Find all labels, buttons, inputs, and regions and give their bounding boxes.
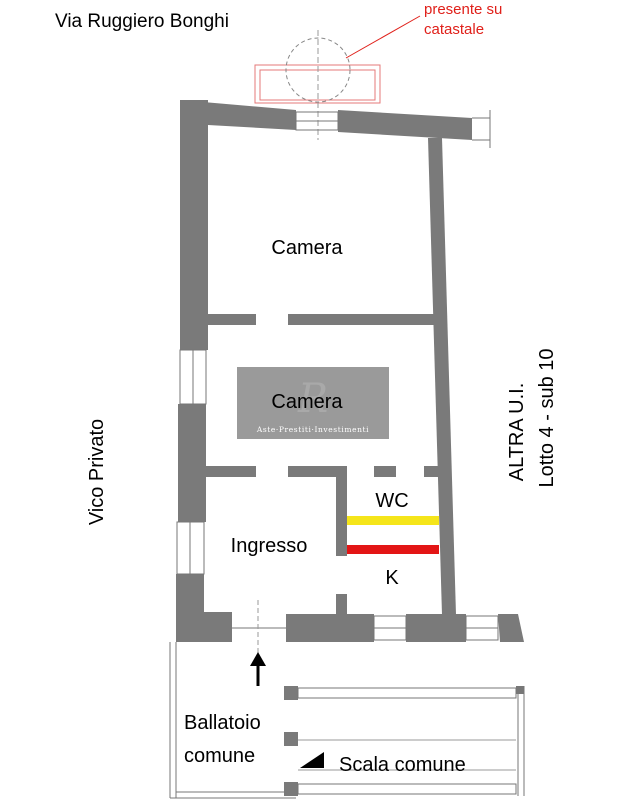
lotto-label: Lotto 4 - sub 10: [536, 349, 558, 488]
cadastral-note-line2: catastale: [424, 21, 484, 38]
stair-direction-icon: [300, 752, 324, 768]
wc-highlight-bar: [347, 516, 439, 525]
vico-privato-label: Vico Privato: [86, 419, 108, 525]
ballatoio-outline: [169, 642, 296, 799]
scala-comune-label: Scala comune: [339, 754, 466, 776]
room-label-k: K: [385, 567, 399, 589]
altra-ui-label: ALTRA U.I.: [506, 383, 528, 482]
k-highlight-bar: [347, 545, 439, 554]
room-label-camera-middle: Camera: [271, 391, 343, 413]
watermark: R Aste·Prestiti·Investimenti: [237, 367, 389, 439]
room-label-wc: WC: [375, 490, 408, 512]
entrance-arrow-icon: [250, 652, 266, 686]
common-stair: [284, 686, 525, 796]
room-label-ingresso: Ingresso: [231, 535, 308, 557]
cadastral-note-line1: presente su: [424, 1, 502, 18]
watermark-text: Aste·Prestiti·Investimenti: [256, 425, 369, 434]
cadastral-note-leader: [345, 15, 421, 59]
walls: [176, 100, 524, 660]
ballatoio-label-line2: comune: [184, 745, 255, 767]
watermark-logo-icon: R: [297, 376, 328, 422]
room-label-camera-top: Camera: [271, 237, 343, 259]
street-label: Via Ruggiero Bonghi: [55, 11, 229, 32]
ballatoio-label-line1: Ballatoio: [184, 712, 261, 734]
